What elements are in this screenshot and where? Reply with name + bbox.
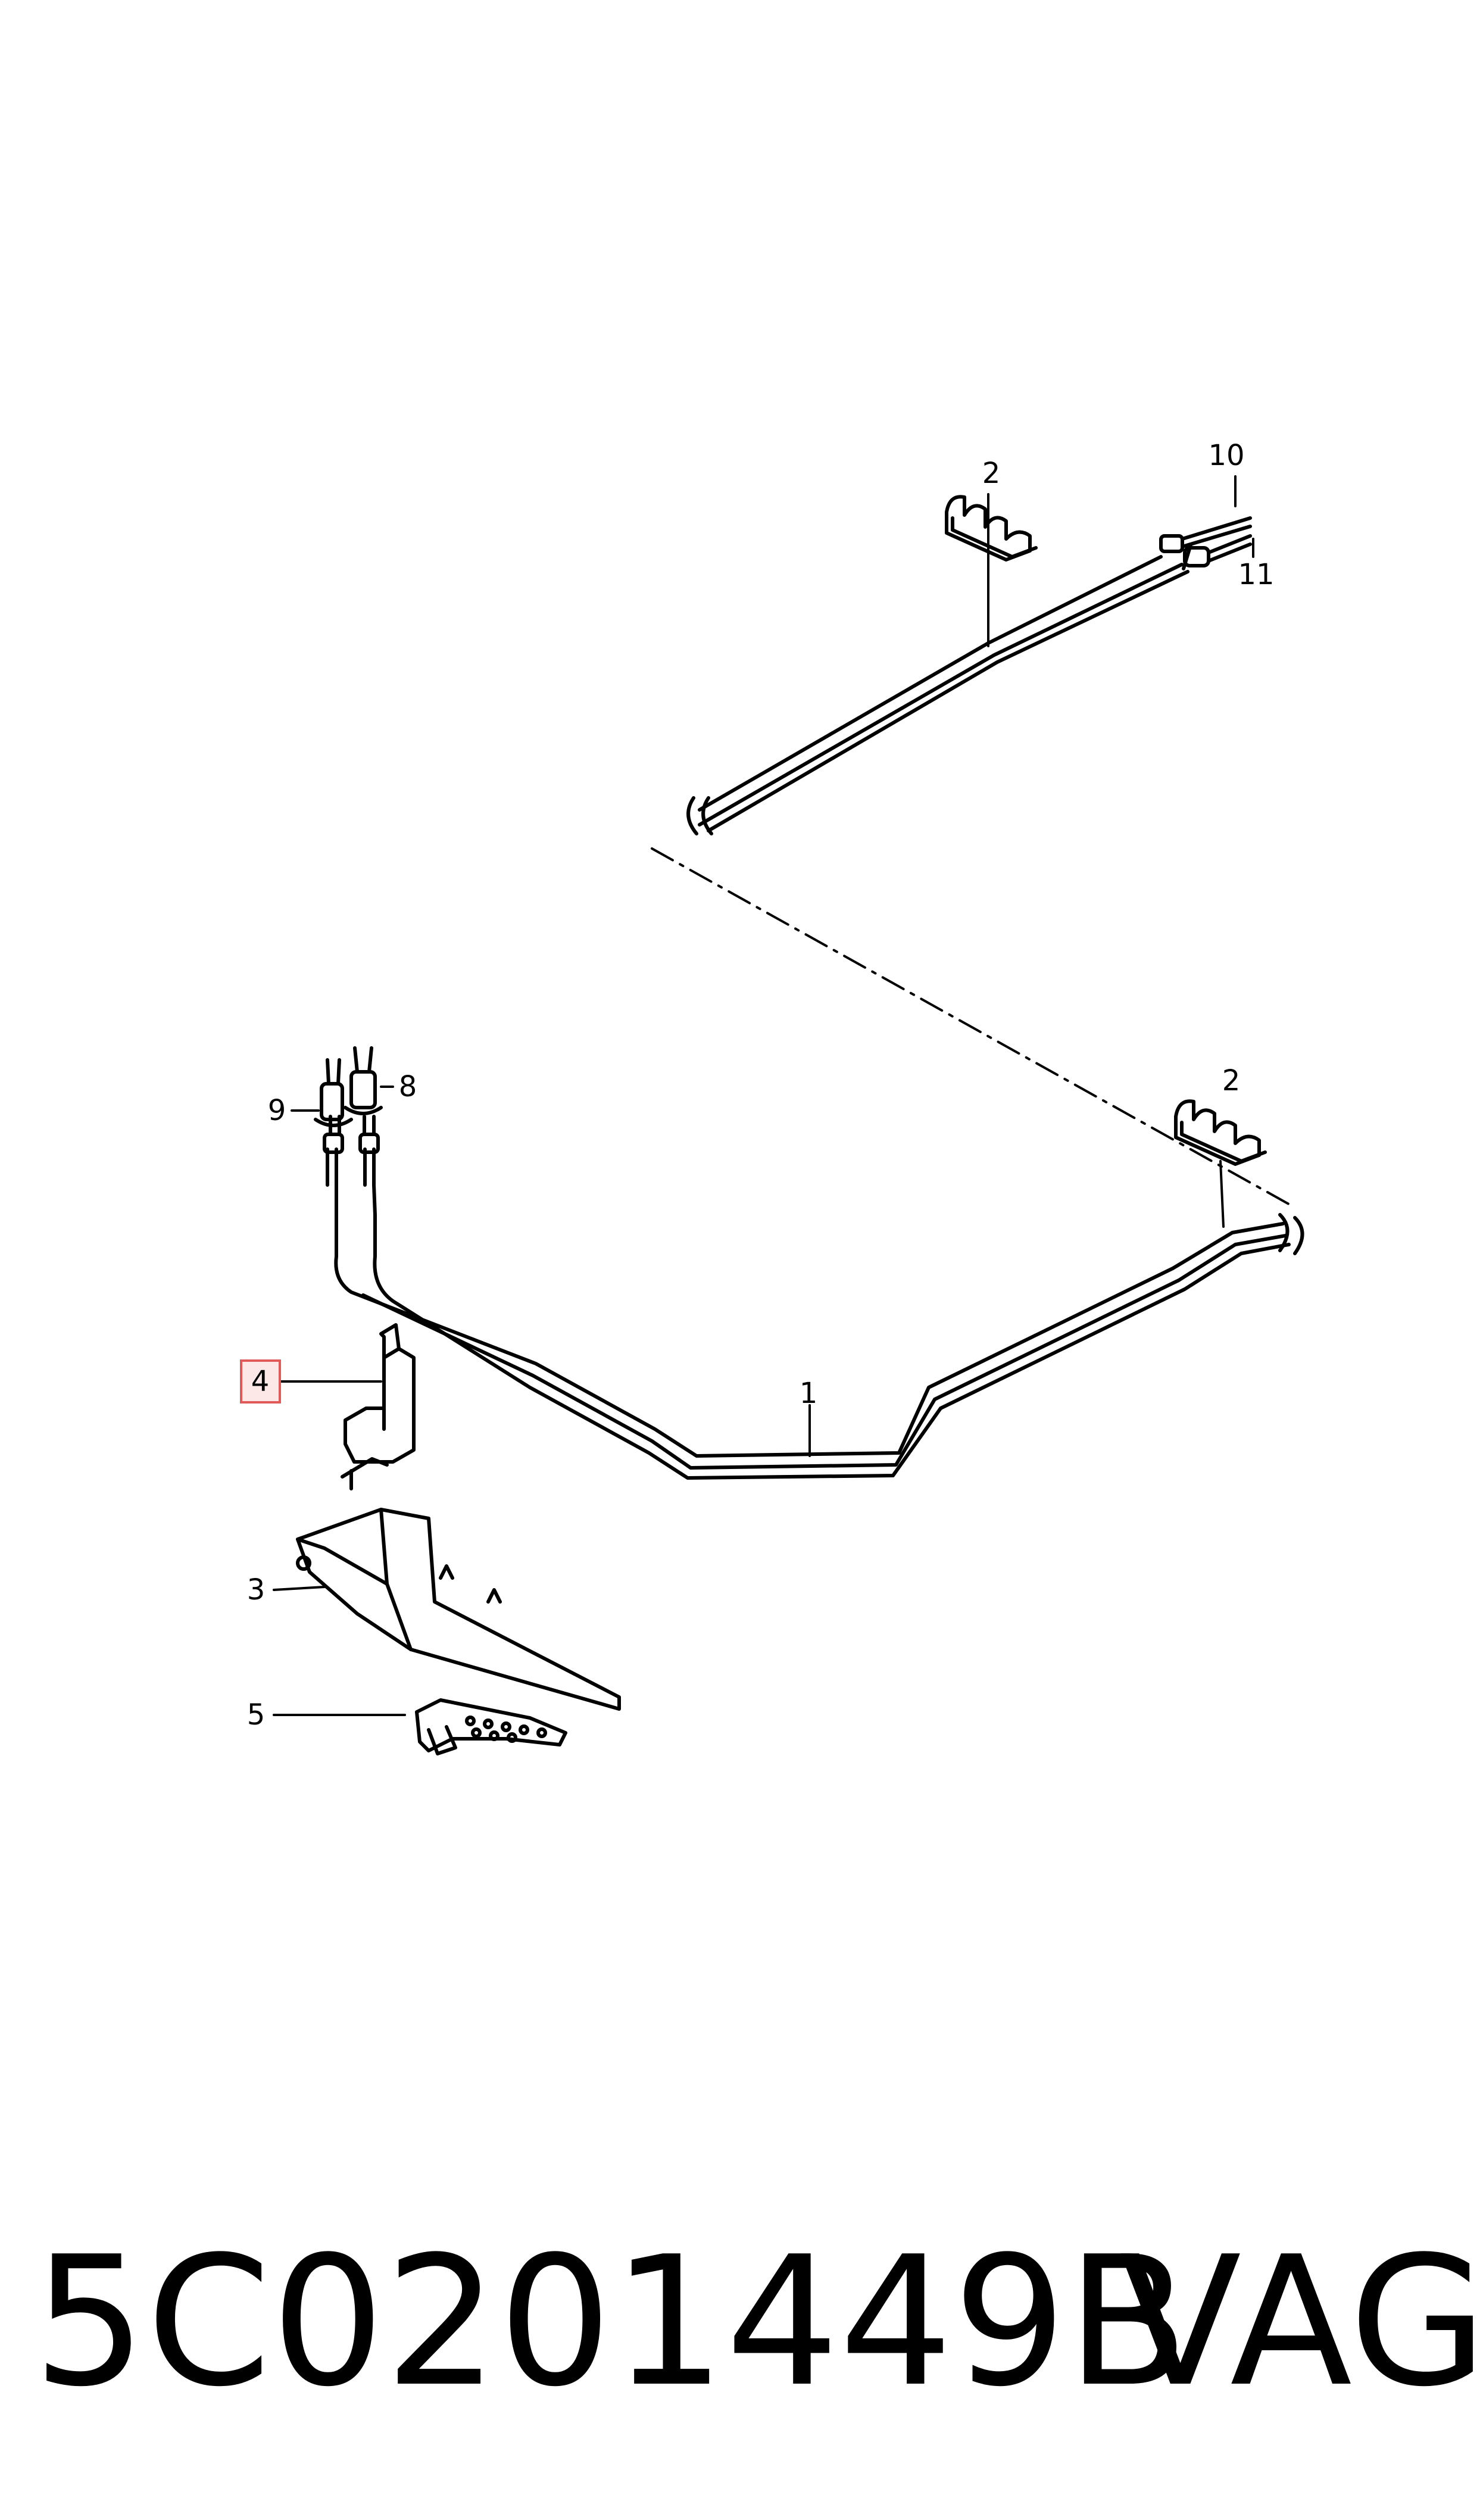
connector-9 [314,1058,353,1187]
lower-fuel-lines [334,1183,1304,1480]
bracket-4 [341,1323,416,1490]
cover-3 [296,1508,621,1711]
callout-2-top: 2 [982,457,1001,490]
connector-8 [344,1046,383,1187]
callout-4-highlight [240,1359,281,1404]
brand-name: VAG [1119,2218,1483,2426]
connector-11 [1159,516,1252,553]
break-connection-line [651,847,1293,1207]
upper-fuel-lines [686,555,1189,835]
callout-3: 3 [247,1573,266,1607]
leader-lines [273,475,1254,1716]
callout-1: 1 [800,1377,818,1410]
grommet-5 [415,1698,567,1755]
clip-2-top [945,495,1038,562]
callout-10: 10 [1208,439,1244,472]
callout-8: 8 [399,1070,417,1103]
clip-2-right [1174,1099,1267,1166]
callout-4: 4 [251,1365,270,1398]
callout-11: 11 [1238,558,1274,591]
part-number: 5C0201449B [33,2218,1189,2426]
callout-5: 5 [247,1698,266,1732]
callout-9: 9 [268,1094,286,1127]
footer: 5C0201449B VAG [0,2203,1483,2441]
callout-2-right: 2 [1222,1064,1241,1097]
connector-10 [1182,534,1252,570]
